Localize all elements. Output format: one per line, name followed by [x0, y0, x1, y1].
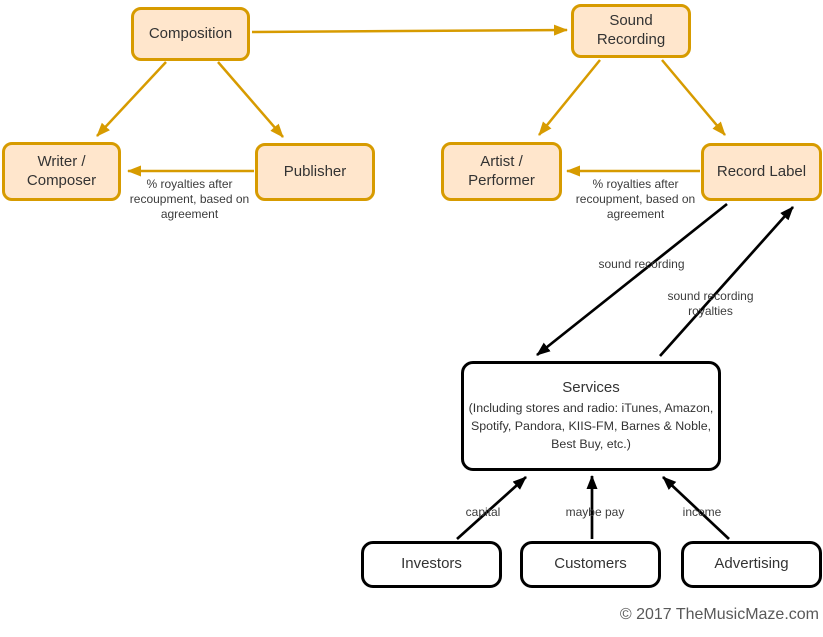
node-publisher-label: Publisher	[283, 162, 347, 180]
edge-label-income: income	[682, 505, 722, 519]
edge-label-publisher-royalties: % royalties after recoupment, based on a…	[129, 177, 250, 221]
node-investors: Investors	[361, 541, 502, 588]
edge-composition-to-publisher	[217, 61, 284, 138]
node-investors-label: Investors	[401, 555, 462, 573]
node-advertising: Advertising	[681, 541, 822, 588]
node-sound-recording-label: Sound Recording	[596, 12, 666, 48]
node-record-label: Record Label	[701, 143, 822, 201]
edge-sound-recording-to-record-label	[661, 59, 726, 136]
node-services-sublabel: (Including stores and radio: iTunes, Ama…	[468, 401, 714, 452]
node-composition-label: Composition	[148, 24, 233, 42]
node-customers-label: Customers	[554, 555, 627, 573]
edge-services-to-record-label	[658, 206, 795, 357]
edge-label-capital: capital	[465, 505, 501, 519]
node-artist-performer-label: Artist / Performer	[468, 152, 535, 189]
node-artist-performer: Artist / Performer	[441, 142, 562, 201]
node-record-label-label: Record Label	[716, 162, 807, 180]
node-writer-composer: Writer / Composer	[2, 142, 121, 201]
edge-label-sound-recording: sound recording	[598, 257, 685, 271]
node-sound-recording: Sound Recording	[571, 4, 691, 58]
edge-label-maybe-pay: maybe pay	[565, 505, 625, 519]
edge-composition-to-writer-composer	[96, 61, 167, 137]
node-customers: Customers	[520, 541, 661, 588]
node-writer-composer-label: Writer / Composer	[26, 152, 97, 189]
node-services-label: Services	[562, 378, 620, 396]
node-services: Services (Including stores and radio: iT…	[461, 361, 721, 471]
edge-record-label-to-services	[536, 202, 728, 357]
edge-sound-recording-to-artist-performer	[538, 59, 601, 136]
edge-composition-to-sound-recording	[251, 24, 568, 36]
node-composition: Composition	[131, 7, 250, 61]
edge-label-sound-recording-royalties: sound recording royalties	[667, 289, 754, 318]
copyright-notice: © 2017 TheMusicMaze.com	[619, 606, 819, 623]
node-advertising-label: Advertising	[714, 555, 789, 573]
node-publisher: Publisher	[255, 143, 375, 201]
edge-label-record-label-royalties: % royalties after recoupment, based on a…	[575, 177, 696, 221]
